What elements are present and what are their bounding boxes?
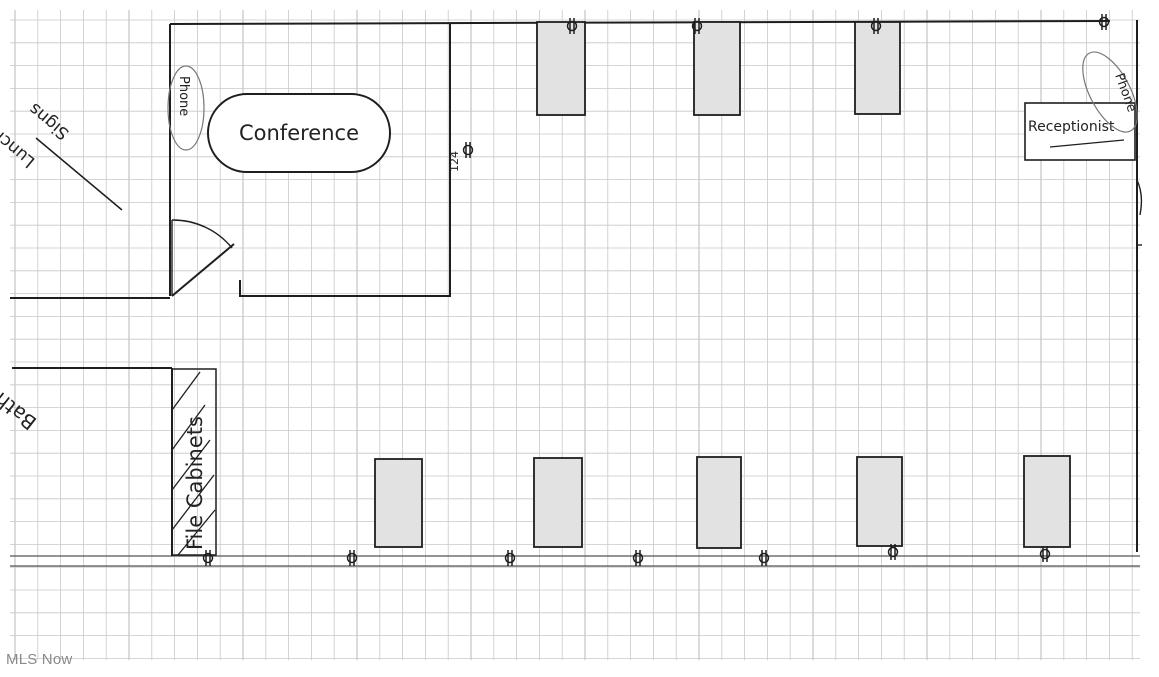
watermark: MLS Now bbox=[6, 651, 73, 668]
desk bbox=[854, 21, 901, 115]
desk bbox=[696, 456, 742, 549]
conference-room-walls bbox=[239, 24, 451, 297]
outlet-icon bbox=[870, 20, 882, 32]
outlet-icon bbox=[504, 552, 516, 564]
desk bbox=[374, 458, 423, 548]
conference-table: Conference bbox=[207, 93, 391, 173]
phone-left-label: Phone bbox=[176, 76, 191, 116]
phone-left: Phone bbox=[167, 65, 205, 151]
outlet-icon bbox=[887, 546, 899, 558]
outlet-icon bbox=[202, 552, 214, 564]
desk bbox=[536, 21, 586, 116]
desk bbox=[533, 457, 583, 548]
receptionist-desk: Receptionist bbox=[1024, 102, 1136, 161]
outlet-icon bbox=[758, 552, 770, 564]
file-cabinets: File Cabinets bbox=[171, 368, 217, 556]
desk bbox=[1023, 455, 1071, 548]
desk bbox=[693, 21, 741, 116]
door-swing bbox=[171, 219, 233, 249]
outlet-icon bbox=[346, 552, 358, 564]
signs-label: Signs bbox=[25, 99, 73, 144]
desks bbox=[374, 21, 1071, 549]
top-wall bbox=[169, 20, 1111, 25]
receptionist-label: Receptionist bbox=[1028, 119, 1115, 135]
lunch-signs-note: Signs Lunch bbox=[0, 99, 123, 211]
outlet-icon bbox=[691, 20, 703, 32]
conference-label: Conference bbox=[239, 121, 359, 145]
outlet-icon bbox=[462, 144, 474, 156]
outlets bbox=[202, 14, 1110, 566]
outlet-icon bbox=[1039, 548, 1051, 560]
outlet-icon bbox=[1098, 16, 1110, 28]
outlet-icon bbox=[566, 20, 578, 32]
paper-frame-lines bbox=[10, 555, 1140, 567]
file-cabinets-label: File Cabinets bbox=[183, 416, 207, 550]
outlet-icon bbox=[632, 552, 644, 564]
lunch-label: Lunch bbox=[0, 123, 39, 171]
desk bbox=[856, 456, 903, 547]
dimension-label: 124 bbox=[448, 151, 461, 172]
door-leaf bbox=[171, 243, 235, 297]
